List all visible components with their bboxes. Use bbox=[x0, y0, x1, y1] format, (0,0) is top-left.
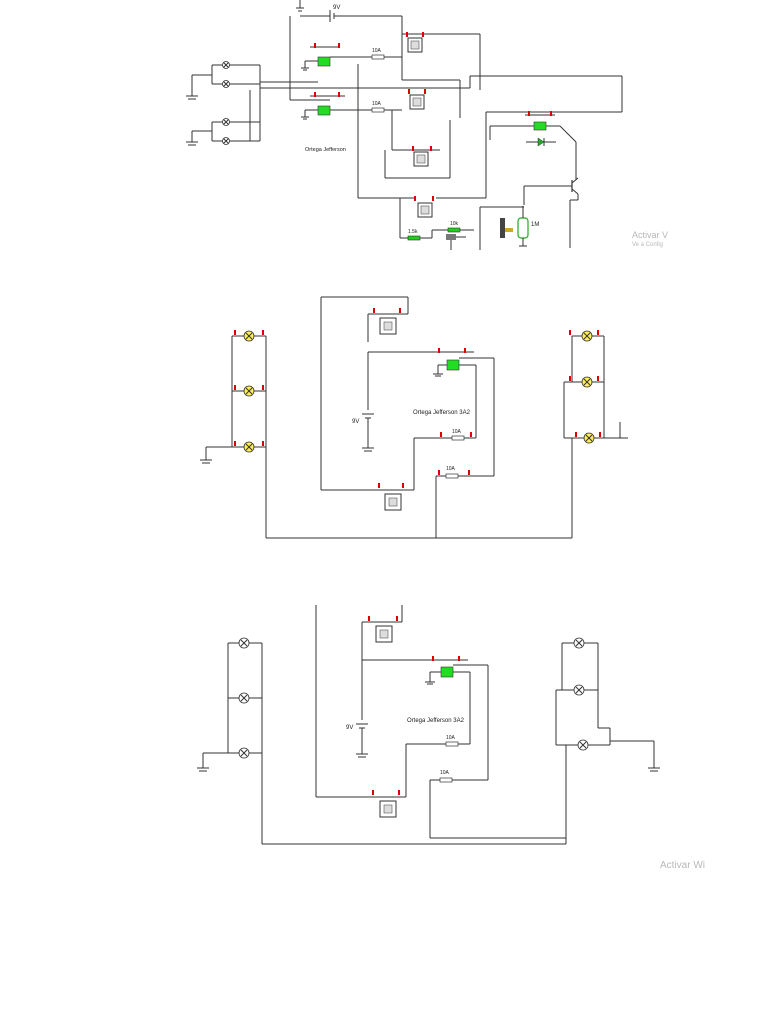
switch-top bbox=[362, 616, 402, 643]
lamp-on bbox=[243, 385, 255, 397]
relay-2 bbox=[301, 92, 345, 120]
fuse-label: 10A bbox=[452, 429, 462, 435]
light-source-icon bbox=[500, 218, 513, 238]
lamp-off bbox=[573, 637, 585, 649]
resistor-10k: 10k bbox=[431, 221, 474, 238]
resistor-label: 10k bbox=[450, 221, 459, 227]
battery-label: 9V bbox=[346, 725, 353, 731]
lamp-bank-left bbox=[197, 637, 263, 844]
lamp-bank-left bbox=[200, 330, 267, 538]
lamp-on bbox=[581, 376, 593, 388]
switch-bottom bbox=[378, 483, 404, 511]
circuit-panel-2: 9V Ortega Jefferson 3A2 10A bbox=[0, 290, 768, 560]
fuse-b: 10A bbox=[436, 466, 494, 479]
watermark-text: Activar Wi bbox=[660, 860, 705, 871]
battery-9v: 9V bbox=[352, 352, 374, 452]
fuse-label: 10A bbox=[372, 101, 382, 107]
author-label: Ortega Jefferson 3A2 bbox=[413, 410, 471, 416]
relay bbox=[425, 656, 470, 685]
resistor-label: 1.5k bbox=[408, 229, 418, 235]
lamp-off bbox=[222, 61, 230, 69]
switch-3 bbox=[412, 146, 432, 167]
lamp-off bbox=[222, 80, 230, 88]
lamp-on bbox=[243, 441, 255, 453]
battery-label: 9V bbox=[352, 419, 359, 425]
lamp-bank-left bbox=[186, 61, 261, 146]
lamp-bank-right bbox=[555, 637, 660, 844]
fuse-label: 10A bbox=[446, 735, 456, 741]
circuit-diagram-3: 9V Ortega Jefferson 3A2 10A 10A bbox=[197, 605, 660, 845]
photoresistor: 1M bbox=[517, 206, 539, 247]
fuse-a: 10A bbox=[445, 735, 459, 747]
transistor bbox=[560, 177, 579, 195]
author-label: Ortega Jefferson bbox=[305, 147, 346, 153]
fuse-label: 10A bbox=[440, 770, 450, 776]
lamp-on bbox=[243, 330, 255, 342]
circuit-panel-1: 9V 10A bbox=[0, 0, 768, 252]
battery-9v: 9V bbox=[300, 5, 402, 22]
switch-top bbox=[368, 308, 408, 335]
circuit-diagram-2: 9V Ortega Jefferson 3A2 10A bbox=[200, 296, 628, 539]
resistor-label: 1M bbox=[531, 222, 539, 228]
lamp-off bbox=[238, 747, 250, 759]
switch-2 bbox=[408, 89, 426, 110]
lamp-bank-right bbox=[563, 330, 628, 538]
fuse-1: 10A bbox=[330, 48, 402, 60]
fuse-a: 10A bbox=[440, 429, 472, 441]
switch-4 bbox=[414, 196, 434, 218]
resistor-1k5: 1.5k bbox=[400, 229, 432, 241]
battery-9v: 9V bbox=[346, 660, 368, 758]
lamp-off bbox=[222, 118, 230, 126]
switch-bottom bbox=[372, 790, 400, 818]
author-label: Ortega Jefferson 3A2 bbox=[407, 718, 465, 724]
relay-1 bbox=[301, 43, 340, 71]
battery-label: 9V bbox=[333, 5, 340, 11]
lamp-on bbox=[581, 330, 593, 342]
potentiometer bbox=[446, 234, 466, 250]
relay bbox=[433, 348, 476, 377]
watermark-text: Activar V bbox=[632, 230, 669, 240]
lamp-off bbox=[573, 684, 585, 696]
diode bbox=[526, 137, 556, 147]
fuse-2: 10A bbox=[330, 101, 402, 113]
fuse-label: 10A bbox=[446, 466, 456, 472]
circuit-diagram-1: 9V 10A bbox=[186, 0, 623, 250]
lamp-off bbox=[238, 692, 250, 704]
lamp-off bbox=[222, 137, 230, 145]
circuit-panel-3: 9V Ortega Jefferson 3A2 10A 10A bbox=[0, 598, 768, 888]
fuse-b: 10A bbox=[430, 770, 488, 783]
switch-1 bbox=[406, 32, 424, 53]
relay-3 bbox=[490, 111, 560, 131]
fuse-label: 10A bbox=[372, 48, 382, 54]
lamp-off bbox=[238, 637, 250, 649]
ground-symbol bbox=[296, 0, 304, 12]
lamp-off bbox=[577, 739, 589, 751]
watermark-subtext: Ve a Config bbox=[632, 242, 664, 248]
lamp-on bbox=[583, 432, 595, 444]
